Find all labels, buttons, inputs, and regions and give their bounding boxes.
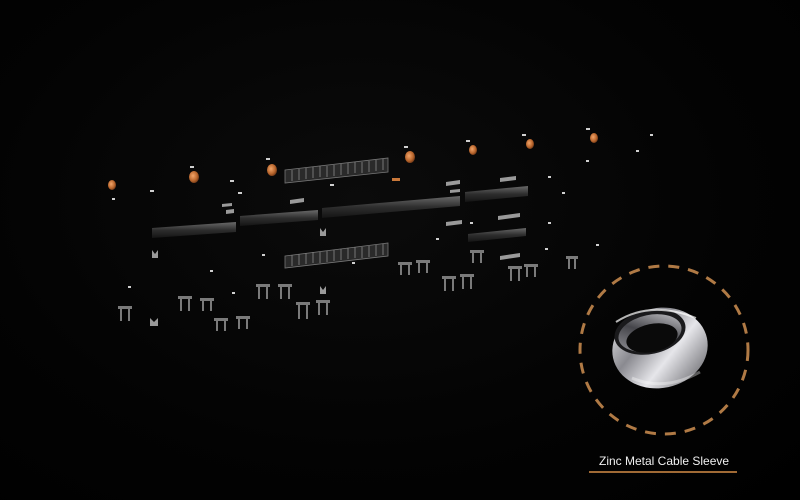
bracket xyxy=(446,220,462,226)
bracket xyxy=(498,213,520,220)
foot xyxy=(278,284,292,299)
bracket xyxy=(222,203,234,214)
foot xyxy=(178,296,192,311)
copper-clip xyxy=(392,178,400,181)
rail-bar xyxy=(152,222,236,238)
cable-sleeve-ring-icon xyxy=(612,307,708,389)
bracket xyxy=(150,318,158,326)
foot xyxy=(398,262,412,275)
copper-bushing xyxy=(108,180,116,190)
bracket xyxy=(320,228,326,236)
caption-underline xyxy=(589,471,737,473)
foot xyxy=(470,250,484,263)
foot xyxy=(200,298,214,311)
copper-bushings xyxy=(108,133,598,190)
foot xyxy=(508,266,522,281)
copper-bushing xyxy=(590,133,598,143)
foot xyxy=(214,318,228,331)
foot xyxy=(236,316,250,329)
foot xyxy=(316,300,330,315)
foot xyxy=(566,256,578,269)
foot xyxy=(442,276,456,291)
rail-bar xyxy=(240,210,318,226)
foot xyxy=(460,274,474,289)
rail-bar xyxy=(322,196,460,218)
rail-bar xyxy=(465,186,528,202)
rail-bars xyxy=(152,186,528,242)
grille-panel-bottom xyxy=(284,242,389,269)
foot xyxy=(256,284,270,299)
callout-dashed-circle xyxy=(578,264,750,436)
grille-panels xyxy=(284,157,389,269)
bracket xyxy=(152,250,158,258)
screws xyxy=(112,128,653,294)
bracket xyxy=(446,180,460,193)
foot xyxy=(416,260,430,273)
zoom-callout xyxy=(578,264,750,436)
copper-bushing xyxy=(526,139,534,149)
copper-bushing xyxy=(267,164,277,176)
brackets xyxy=(150,176,520,326)
rail-bar xyxy=(468,228,526,242)
caption-label: Zinc Metal Cable Sleeve xyxy=(599,454,730,468)
bracket xyxy=(500,176,516,182)
bracket xyxy=(320,286,326,294)
mounting-feet xyxy=(118,250,578,331)
bracket xyxy=(290,198,304,204)
foot xyxy=(118,306,132,321)
foot xyxy=(524,264,538,277)
copper-bushing xyxy=(189,171,199,183)
copper-bushing xyxy=(469,145,477,155)
bracket xyxy=(500,253,520,260)
copper-bushing xyxy=(405,151,415,163)
foot xyxy=(296,302,310,319)
grille-panel-top xyxy=(284,157,389,184)
